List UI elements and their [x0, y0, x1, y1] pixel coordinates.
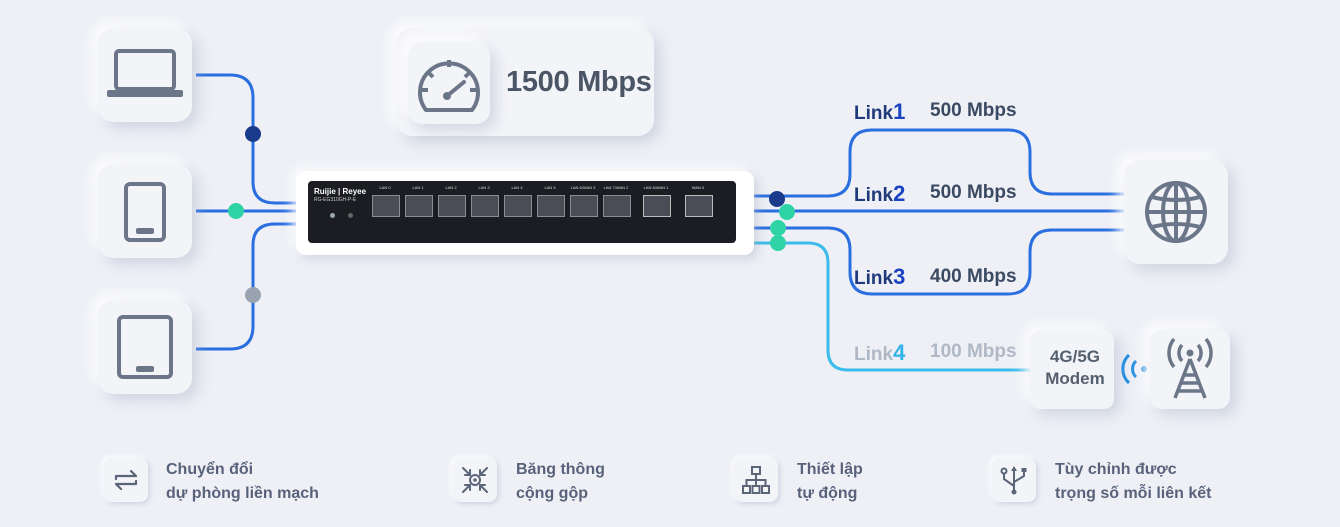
wireless-signal-icon — [1121, 353, 1147, 385]
link1-label: Link1 — [854, 99, 906, 124]
internet-card — [1124, 160, 1228, 264]
link1-speed: 500 Mbps — [930, 100, 1017, 121]
junction-dot-link1 — [769, 191, 785, 207]
junction-dot-tablet — [245, 287, 261, 303]
modem-card — [1030, 331, 1114, 409]
feature-text-3: Thiết lập tự động — [797, 458, 863, 506]
sys-led — [330, 213, 335, 218]
port-label-4: LAN 4 — [511, 185, 523, 190]
feature-text-4: Tùy chỉnh được trọng số mỗi liên kết — [1055, 458, 1211, 506]
port-label-5: LAN 5 — [544, 185, 556, 190]
feature-icon-tile-3 — [734, 458, 778, 502]
port-label-0: LAN 0 — [379, 185, 391, 190]
router-port — [537, 195, 565, 217]
gauge-icon-tile — [408, 42, 490, 124]
router-port — [372, 195, 400, 217]
feature-3-line2: tự động — [797, 485, 858, 502]
port-label-6: LAN 6/WAN 3 — [570, 185, 596, 190]
link3-label: Link3 — [854, 264, 906, 289]
router-port — [643, 195, 671, 217]
router-body: Ruijie | Reyee RG-EG310GH-P-E LAN 0 LAN … — [308, 181, 736, 243]
feature-icon-tile-2 — [453, 458, 497, 502]
tablet-card — [98, 300, 192, 394]
link4-label: Link4 — [854, 340, 906, 365]
modem-line2: Modem — [1045, 369, 1105, 388]
feature-text-2: Băng thông cộng gộp — [516, 458, 605, 506]
aggregate-icon — [462, 467, 488, 493]
laptop-icon — [107, 49, 183, 97]
port-label-9: WAN 0 — [691, 185, 705, 190]
link3-speed: 400 Mbps — [930, 266, 1017, 287]
feature-2-line1: Băng thông — [516, 461, 605, 478]
junction-dot-link4 — [770, 235, 786, 251]
link2-speed: 500 Mbps — [930, 182, 1017, 203]
modem-label: 4G/5G Modem — [1036, 346, 1114, 390]
link2-label: Link2 — [854, 181, 906, 206]
feature-icon-tile-4 — [992, 458, 1036, 502]
router-device: Ruijie | Reyee RG-EG310GH-P-E LAN 0 LAN … — [296, 171, 754, 255]
junction-dot-phone — [228, 203, 244, 219]
router-port — [471, 195, 499, 217]
port-label-1: LAN 1 — [412, 185, 424, 190]
junction-dot-laptop — [245, 126, 261, 142]
feature-1-line1: Chuyển đổi — [166, 461, 254, 478]
router-port — [685, 195, 713, 217]
cell-tower-icon — [1167, 337, 1213, 399]
cell-tower-card — [1150, 329, 1230, 409]
router-port — [438, 195, 466, 217]
total-bandwidth: 1500 Mbps — [506, 66, 652, 98]
port-label-3: LAN 3 — [478, 185, 490, 190]
feature-3-line1: Thiết lập — [797, 461, 863, 478]
feature-4-line1: Tùy chỉnh được — [1055, 461, 1177, 478]
speedometer-icon — [418, 60, 480, 112]
feature-2-line2: cộng gộp — [516, 485, 588, 502]
modem-line1: 4G/5G — [1049, 347, 1101, 366]
junction-dot-link2 — [779, 204, 795, 220]
router-port — [570, 195, 598, 217]
reset-button — [348, 213, 353, 218]
router-brand: Ruijie | Reyee — [314, 187, 367, 196]
feature-1-line2: dự phòng liền mạch — [166, 485, 319, 502]
laptop-card — [98, 28, 192, 122]
router-port — [405, 195, 433, 217]
switch-arrows-icon — [114, 469, 138, 491]
port-label-8: LAN 8/WAN 1 — [643, 185, 669, 190]
port-label-7: LAN 7/WAN 2 — [603, 185, 629, 190]
smartphone-icon — [124, 182, 166, 242]
router-port — [504, 195, 532, 217]
feature-icon-tile-1 — [104, 458, 148, 502]
feature-text-1: Chuyển đổi dự phòng liền mạch — [166, 458, 319, 506]
usb-fork-icon — [1000, 466, 1027, 495]
feature-4-line2: trọng số mỗi liên kết — [1055, 485, 1212, 502]
router-port — [603, 195, 631, 217]
link4-speed: 100 Mbps — [930, 341, 1017, 362]
bandwidth-card — [396, 28, 654, 136]
port-label-2: LAN 2 — [445, 185, 457, 190]
hierarchy-icon — [742, 466, 770, 494]
junction-dot-link3 — [770, 220, 786, 236]
globe-icon — [1145, 181, 1207, 243]
phone-card — [98, 164, 192, 258]
tablet-icon — [117, 315, 173, 379]
router-model: RG-EG310GH-P-E — [314, 197, 357, 203]
